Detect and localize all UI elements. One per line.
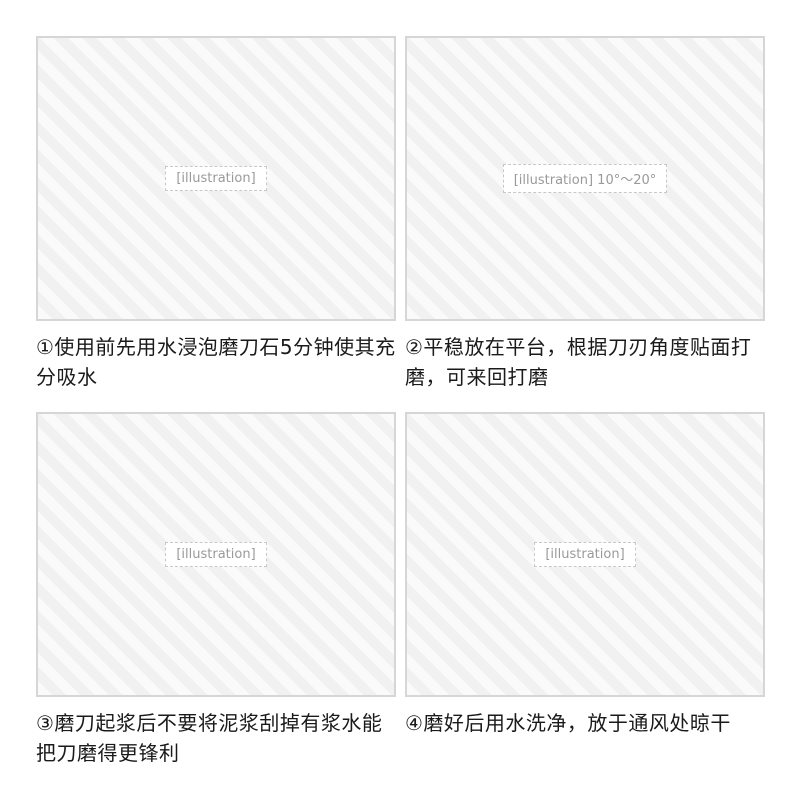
step-3-caption: ③磨刀起浆后不要将泥浆刮掉有浆水能把刀磨得更锋利 bbox=[36, 711, 383, 765]
illustration-placeholder: [illustration] 10°～20° bbox=[502, 164, 668, 193]
step-1-illustration: [illustration] bbox=[36, 36, 396, 321]
step-1-panel: [illustration] ①使用前先用水浸泡磨刀石5分钟使其充分吸水 bbox=[36, 36, 396, 392]
step-2-illustration: [illustration] 10°～20° bbox=[405, 36, 765, 321]
step-3-panel: [illustration] ③磨刀起浆后不要将泥浆刮掉有浆水能把刀磨得更锋利 bbox=[36, 412, 396, 768]
step-4-illustration: [illustration] bbox=[405, 412, 765, 697]
angle-label: 10°～20° bbox=[597, 173, 657, 188]
step-4-caption: ④磨好后用水洗净，放于通风处晾干 bbox=[405, 711, 731, 735]
step-2-panel: [illustration] 10°～20° ②平稳放在平台，根据刀刃角度贴面打… bbox=[405, 36, 765, 392]
step-3-illustration: [illustration] bbox=[36, 412, 396, 697]
illustration-placeholder: [illustration] bbox=[534, 542, 636, 567]
step-4-panel: [illustration] ④磨好后用水洗净，放于通风处晾干 bbox=[405, 412, 765, 738]
illustration-placeholder: [illustration] bbox=[165, 166, 267, 191]
illustration-placeholder: [illustration] bbox=[165, 542, 267, 567]
step-2-caption: ②平稳放在平台，根据刀刃角度贴面打磨，可来回打磨 bbox=[405, 335, 752, 389]
step-1-caption: ①使用前先用水浸泡磨刀石5分钟使其充分吸水 bbox=[36, 335, 396, 389]
